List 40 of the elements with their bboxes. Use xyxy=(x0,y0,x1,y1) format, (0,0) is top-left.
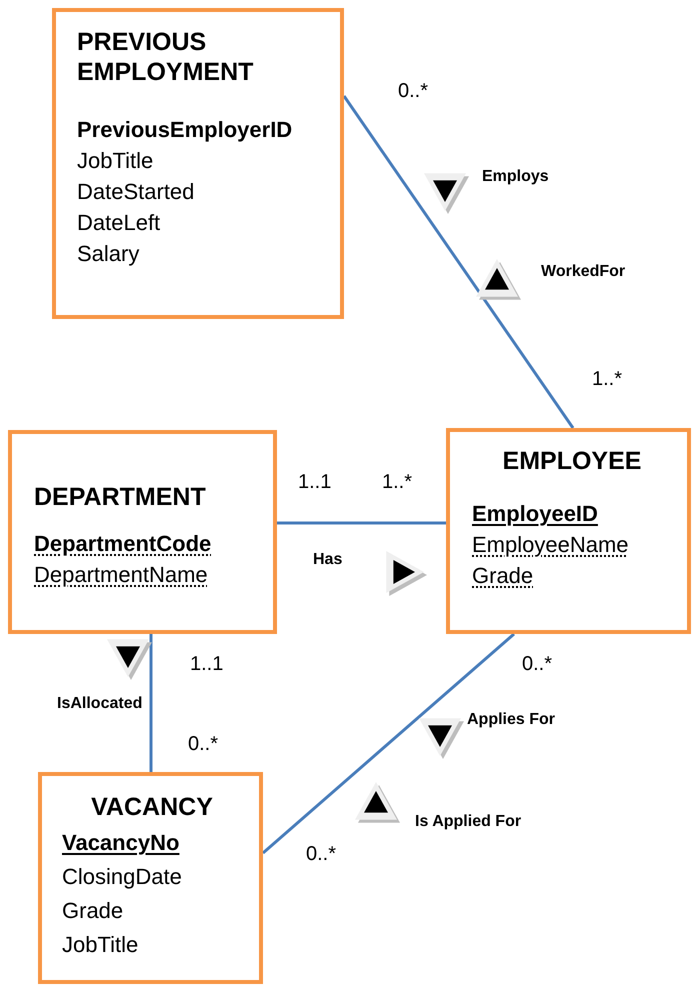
key-attribute: EmployeeID xyxy=(472,500,598,528)
entity-box xyxy=(38,772,263,984)
relationship-label: Applies For xyxy=(467,711,556,729)
key-attribute: VacancyNo xyxy=(62,829,180,857)
entity-name: EMPLOYEE xyxy=(502,446,642,476)
entity-box xyxy=(8,430,277,634)
attribute: EmployeeName xyxy=(472,531,629,559)
entity-box xyxy=(52,8,344,319)
relationship-label: IsAllocated xyxy=(57,695,142,713)
multiplicity-label: 0..* xyxy=(188,733,218,756)
connector-line xyxy=(277,522,446,524)
connector-line xyxy=(150,634,152,772)
connector-line xyxy=(342,95,574,429)
attribute: Grade xyxy=(472,562,534,590)
entity-name: VACANCY xyxy=(90,792,214,822)
attribute: Grade xyxy=(62,897,124,925)
attribute: DepartmentName xyxy=(34,561,208,589)
attribute: DateLeft xyxy=(77,209,160,237)
relationship-label: WorkedFor xyxy=(541,263,626,281)
multiplicity-label: 0..* xyxy=(522,653,552,676)
attribute: ClosingDate xyxy=(62,863,182,891)
connector-line xyxy=(262,632,515,854)
attribute: JobTitle xyxy=(62,931,138,959)
multiplicity-label: 1..* xyxy=(382,471,412,494)
attribute: Salary xyxy=(77,240,140,268)
multiplicity-label: 0..* xyxy=(398,80,428,103)
relationship-label: Employs xyxy=(482,168,549,186)
multiplicity-label: 1..* xyxy=(592,368,622,391)
entity-name: PREVIOUS EMPLOYMENT xyxy=(77,27,254,87)
key-attribute: DepartmentCode xyxy=(34,530,212,558)
entity-box xyxy=(446,428,691,634)
multiplicity-label: 1..1 xyxy=(298,471,332,494)
attribute: DateStarted xyxy=(77,178,194,206)
multiplicity-label: 0..* xyxy=(306,843,336,866)
key-attribute: PreviousEmployerID xyxy=(77,116,292,144)
relationship-label: Is Applied For xyxy=(415,813,522,831)
entity-name: DEPARTMENT xyxy=(34,482,207,512)
attribute: JobTitle xyxy=(77,147,154,175)
multiplicity-label: 1..1 xyxy=(190,653,224,676)
relationship-label: Has xyxy=(313,551,342,569)
